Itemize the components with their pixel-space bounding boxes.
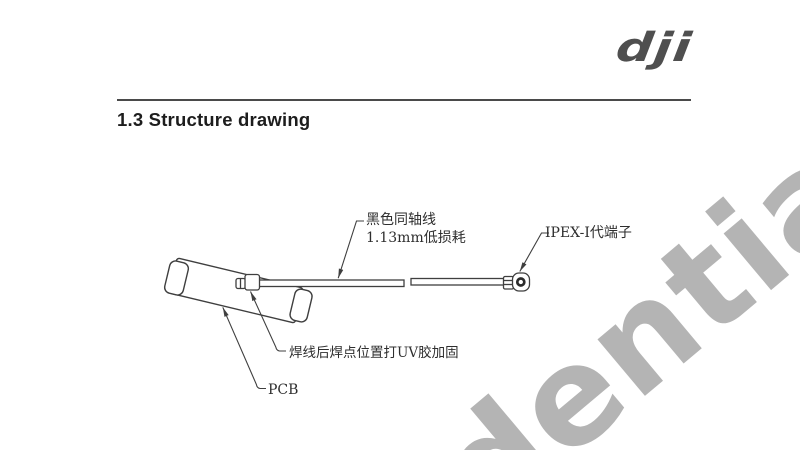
coax-cable-right-segment — [410, 277, 505, 286]
pcb-leader-line — [222, 307, 266, 390]
uv-glue-label: 焊线后焊点位置打UV胶加固 — [289, 344, 459, 361]
ipex-connector-head — [511, 272, 531, 292]
dji-logo: dji — [613, 25, 696, 71]
coax-cable-left-segment — [255, 279, 405, 288]
coax-leader-line — [337, 220, 364, 279]
pcb-label: PCB — [268, 382, 298, 398]
solder-joint-body — [244, 273, 261, 291]
coax-label-line1: 黑色同轴线 — [366, 211, 436, 228]
pcb-right-end-cap — [289, 288, 313, 323]
uv-glue-leader-line — [249, 291, 286, 352]
header-divider — [117, 99, 691, 101]
coax-label-line2: 1.13mm低损耗 — [366, 230, 466, 246]
pcb-left-end-cap — [163, 260, 190, 296]
ipex-leader-line — [519, 232, 549, 272]
ipex-terminal-label: IPEX-I代端子 — [545, 225, 632, 241]
ipex-connector-ring — [515, 277, 526, 287]
section-title: 1.3 Structure drawing — [117, 109, 311, 130]
